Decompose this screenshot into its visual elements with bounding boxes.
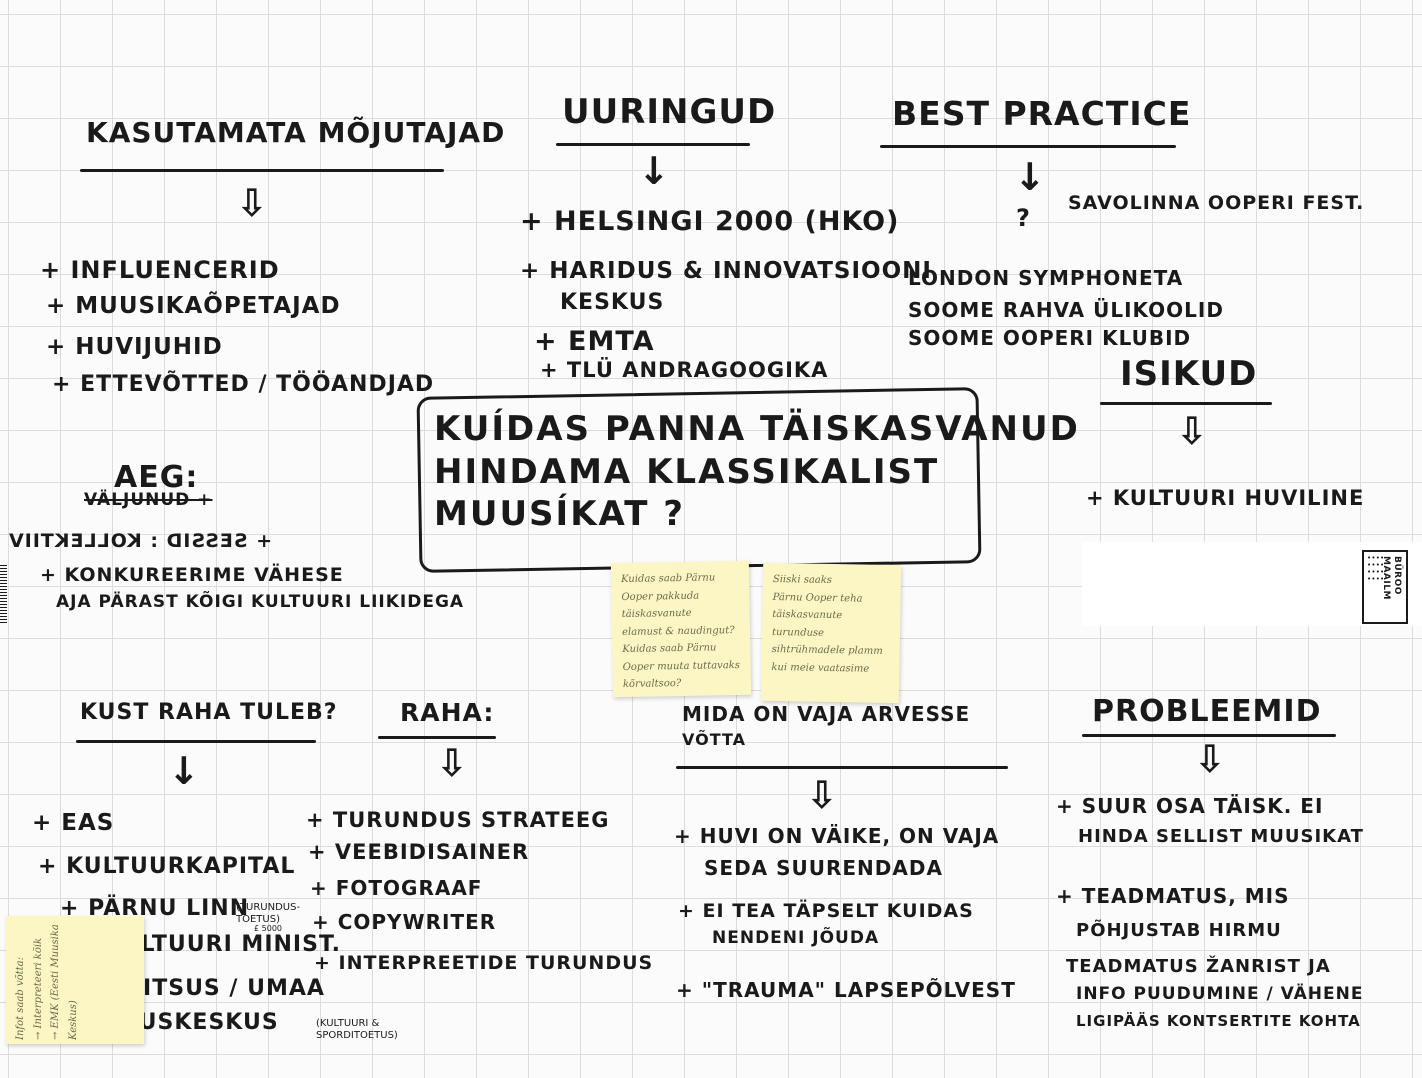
sticky-note-line: kõrvaltsoo? bbox=[622, 678, 682, 691]
sticky-note-line: Ooper muuta tuttavaks bbox=[622, 659, 741, 673]
sticky-note: Kuidas saab Pärnu Ooper pakkuda täiskasv… bbox=[610, 560, 752, 698]
sticky-note-line: kui meie vaatasime bbox=[771, 661, 870, 675]
kasutamata-item: + ETTEVÕTTED / TÖÖANDJAD bbox=[52, 372, 435, 397]
uuringud-title: UURINGUD bbox=[562, 92, 777, 132]
raha-underline bbox=[378, 736, 496, 739]
best-practice-item: SOOME RAHVA ÜLIKOOLID bbox=[908, 298, 1224, 322]
mida-vaja-item: + HUVI ON VÄIKE, ON VAJA bbox=[674, 824, 1000, 848]
probleemid-item: + SUUR OSA TÄISK. EI bbox=[1056, 794, 1324, 818]
sticky-note-line: elamust & naudingut? bbox=[621, 624, 735, 638]
central-question-line: MUUSÍKAT ? bbox=[434, 494, 685, 534]
central-question: KUÍDAS PANNA TÄISKASVANUD HINDAMA KLASSI… bbox=[434, 408, 1080, 536]
isikud-underline bbox=[1100, 402, 1272, 405]
kust-raha-amount-note: £ 5000 bbox=[254, 924, 282, 933]
sticky-note-line: Kuidas saab Pärnu bbox=[621, 572, 716, 586]
probleemid-item: LIGIPÄÄS KONTSERTITE KOHTA bbox=[1076, 1012, 1361, 1030]
kasutamata-down-arrow-icon: ⇩ bbox=[236, 181, 268, 225]
sticky-note-rotated-text: Infot saab võtta: → Interpreteeri kõik →… bbox=[12, 920, 82, 1040]
raha-title: RAHA: bbox=[400, 698, 495, 727]
uuringud-item: + EMTA bbox=[534, 326, 655, 357]
aeg-item: AJA PÄRAST KÕIGI KULTUURI LIIKIDEGA bbox=[56, 592, 465, 612]
kasutamata-item: + MUUSIKAÕPETAJAD bbox=[46, 293, 341, 319]
aeg-item: + KONKUREERIME VÄHESE bbox=[40, 564, 344, 586]
raha-item: + COPYWRITER bbox=[312, 910, 497, 934]
uuringud-item: + HARIDUS & INNOVATSIOONI bbox=[520, 258, 932, 284]
sticky-note: Infot saab võtta: → Interpreteeri kõik →… bbox=[6, 916, 144, 1044]
probleemid-title: PROBLEEMID bbox=[1092, 694, 1322, 729]
barcode-edge bbox=[0, 565, 7, 625]
probleemid-item: TEADMATUS ŽANRIST JA bbox=[1066, 956, 1331, 977]
kust-raha-item: + KULTUURKAPITAL bbox=[38, 854, 296, 879]
uuringud-item: + TLÜ ANDRAGOOGIKA bbox=[540, 358, 829, 382]
mida-vaja-item: + "TRAUMA" LAPSEPÕLVEST bbox=[676, 978, 1016, 1002]
sticky-note-line: Pärnu Ooper teha bbox=[772, 591, 863, 605]
sticky-note-line: täiskasvanute bbox=[621, 607, 692, 621]
kust-raha-title: KUST RAHA TULEB? bbox=[80, 700, 338, 725]
central-question-line: KUÍDAS PANNA TÄISKASVANUD bbox=[434, 409, 1080, 449]
mida-vaja-item: SEDA SUURENDADA bbox=[704, 856, 943, 880]
kust-raha-underline bbox=[76, 740, 316, 743]
buroo-maailm-logo: • • • • • • • • • • • • • • • • BÜROO MA… bbox=[1362, 550, 1408, 624]
sticky-note-line: Keskus) bbox=[67, 1000, 79, 1040]
aeg-mirrored-text: + SESSID : KOLLEKTIIV bbox=[8, 530, 273, 552]
kasutamata-item: + HUVIJUHID bbox=[46, 334, 223, 360]
probleemid-down-arrow-icon: ⇩ bbox=[1194, 737, 1226, 781]
kasutamata-item: + INFLUENCERID bbox=[40, 256, 280, 284]
mida-vaja-down-arrow-icon: ⇩ bbox=[806, 773, 838, 817]
best-practice-title: BEST PRACTICE bbox=[892, 94, 1192, 133]
mida-vaja-underline bbox=[676, 766, 1008, 769]
best-practice-item: LONDON SYMPHONETA bbox=[908, 266, 1184, 290]
probleemid-item: HINDA SELLIST MUUSIKAT bbox=[1078, 826, 1364, 847]
mida-vaja-item: + EI TEA TÄPSELT KUIDAS bbox=[678, 900, 974, 922]
best-practice-down-arrow-icon: ↓ bbox=[1014, 155, 1046, 199]
uuringud-item: + HELSINGI 2000 (HKO) bbox=[520, 206, 900, 237]
mida-vaja-title-line2: VÕTTA bbox=[682, 730, 747, 749]
best-practice-item: SOOME OOPERI KLUBID bbox=[908, 326, 1192, 350]
mida-vaja-title: MIDA ON VAJA ARVESSE bbox=[682, 702, 971, 726]
probleemid-item: + TEADMATUS, MIS bbox=[1056, 884, 1290, 908]
aeg-mirrored-item: + SESSID : KOLLEKTIIV bbox=[8, 530, 272, 553]
uuringud-underline bbox=[556, 143, 750, 146]
kasutamata-underline bbox=[80, 169, 444, 172]
raha-item: + FOTOGRAAF bbox=[310, 876, 483, 900]
mida-vaja-item: NENDENI JÕUDA bbox=[712, 928, 880, 948]
sticky-note-line: → Interpreteeri kõik bbox=[32, 937, 44, 1040]
probleemid-item: INFO PUUDUMINE / VÄHENE bbox=[1076, 984, 1364, 1004]
sticky-note-line: täiskasvanute turunduse bbox=[771, 608, 843, 639]
aeg-title: AEG: bbox=[114, 460, 199, 495]
sticky-note-line: Ooper pakkuda bbox=[621, 590, 700, 603]
logo-text-line: MAAILM bbox=[1381, 556, 1391, 600]
best-practice-question: ? bbox=[1016, 204, 1031, 232]
best-practice-item: SAVOLINNA OOPERI FEST. bbox=[1068, 192, 1365, 214]
best-practice-underline bbox=[880, 145, 1176, 148]
kust-raha-down-arrow-icon: ↓ bbox=[168, 749, 200, 793]
isikud-title: ISIKUD bbox=[1120, 354, 1258, 394]
sticky-note-line: → EMK (Eesti Muusika bbox=[50, 924, 61, 1040]
probleemid-item: PÕHJUSTAB HIRMU bbox=[1076, 920, 1282, 941]
sticky-note-line: sihtrühmadele plamm bbox=[771, 643, 883, 657]
raha-item: + VEEBIDISAINER bbox=[308, 840, 530, 864]
isikud-item: + KULTUURI HUVILINE bbox=[1086, 486, 1365, 510]
central-question-line: HINDAMA KLASSIKALIST bbox=[434, 451, 940, 492]
raha-item: + TURUNDUS STRATEEG bbox=[306, 808, 610, 832]
kust-raha-turundus-note: (TURUNDUS-TOETUS) bbox=[236, 902, 301, 925]
sticky-note-line: Infot saab võtta: bbox=[15, 957, 26, 1040]
uuringud-down-arrow-icon: ↓ bbox=[638, 149, 670, 193]
aeg-struck-item: VÄLJUNUD + bbox=[84, 490, 213, 510]
uuringud-item: KESKUS bbox=[560, 290, 665, 315]
raha-down-arrow-icon: ⇩ bbox=[436, 741, 468, 785]
isikud-down-arrow-icon: ⇩ bbox=[1176, 409, 1208, 453]
raha-item: + INTERPREETIDE TURUNDUS bbox=[314, 952, 654, 974]
logo-text-line: BÜROO bbox=[1392, 556, 1402, 595]
logo-text: BÜROO MAAILM bbox=[1380, 556, 1402, 620]
sticky-note-line: Kuidas saab Pärnu bbox=[622, 642, 717, 656]
kasutamata-title: KASUTAMATA MÕJUTAJAD bbox=[86, 116, 506, 149]
logo-dots: • • • • • • • • • • • • • • • • bbox=[1367, 554, 1384, 583]
sticky-note-line: Siiski saaks bbox=[772, 573, 833, 587]
sticky-note: Siiski saaks Pärnu Ooper teha täiskasvan… bbox=[760, 562, 902, 704]
kust-raha-item: + EAS bbox=[32, 810, 115, 836]
kust-raha-kultuuri-note: (KULTUURI & SPORDITOETUS) bbox=[316, 1018, 398, 1041]
probleemid-underline bbox=[1082, 734, 1336, 737]
